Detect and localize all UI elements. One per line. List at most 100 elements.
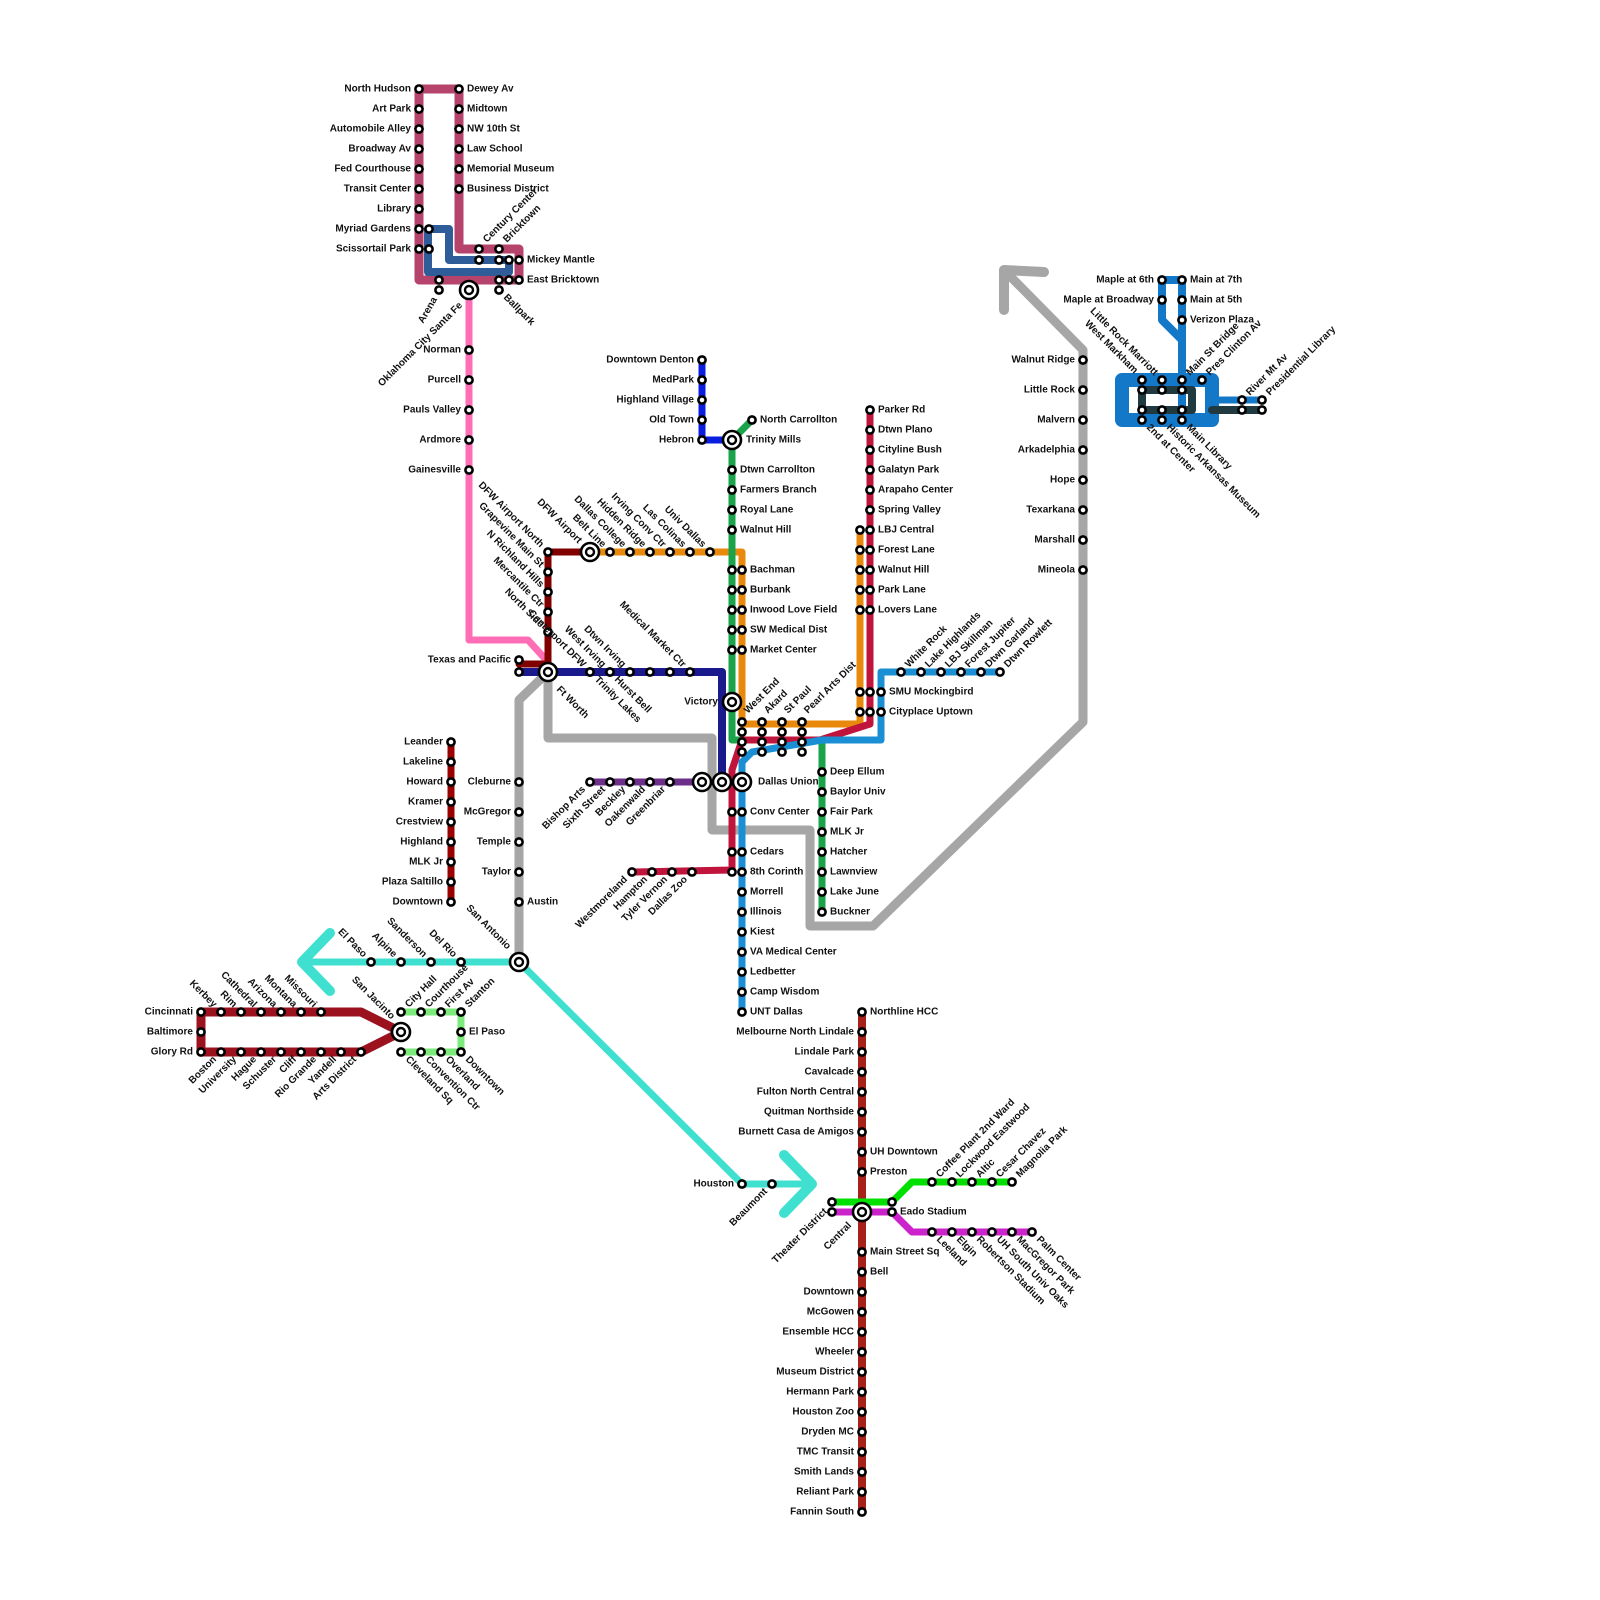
station-norman[interactable] [464,345,474,355]
station-east-bricktown[interactable] [514,275,524,285]
station-ballpark[interactable] [494,285,504,295]
station-hurst-bell[interactable] [605,667,615,677]
station-lovers-lane[interactable] [865,605,875,615]
station-buckner[interactable] [817,907,827,917]
station-maple-6th[interactable] [1157,275,1167,285]
station-alpine[interactable] [396,957,406,967]
station-north-hudson[interactable] [414,84,424,94]
station-westmoreland[interactable] [627,867,637,877]
station-mcgregor[interactable] [514,807,524,817]
station-lawnview[interactable] [817,867,827,877]
station-hatcher[interactable] [817,847,827,857]
station-bachman[interactable] [737,565,747,575]
station-north-side[interactable] [543,627,553,637]
station-downtown-ep[interactable] [456,1047,466,1057]
station-belt-line[interactable] [605,547,615,557]
station-marker[interactable] [727,585,737,595]
station-cavalcade[interactable] [857,1067,867,1077]
station-second-center[interactable] [1137,415,1147,425]
station-cleveland-sq[interactable] [396,1047,406,1057]
station-river-mt[interactable] [1237,395,1247,405]
station-marker[interactable] [777,727,787,737]
station-dewey-av[interactable] [454,84,464,94]
station-cleburne[interactable] [514,777,524,787]
station-hague[interactable] [256,1047,266,1057]
station-preston[interactable] [857,1167,867,1177]
station-marker[interactable] [727,807,737,817]
station-park-lane[interactable] [865,585,875,595]
station-marker[interactable] [737,747,747,757]
station-tmc-transit[interactable] [857,1447,867,1457]
station-kerbey[interactable] [216,1007,226,1017]
station-white-rock[interactable] [896,667,906,677]
station-coffee-plant[interactable] [927,1177,937,1187]
station-century-center[interactable] [474,244,484,254]
station-forest-lane[interactable] [865,545,875,555]
station-lbj-skillman[interactable] [936,667,946,677]
station-main-7th[interactable] [1177,275,1187,285]
station-melbourne[interactable] [857,1027,867,1037]
station-unt-dallas[interactable] [737,1007,747,1017]
station-lockwood[interactable] [947,1177,957,1187]
station-el-paso-stn[interactable] [456,1027,466,1037]
station-convention-ctr[interactable] [416,1047,426,1057]
station-palm-center[interactable] [1027,1227,1037,1237]
station-marker[interactable] [424,224,434,234]
station-marker[interactable] [645,667,655,677]
station-baylor[interactable] [817,787,827,797]
station-marker[interactable] [434,275,444,285]
station-stanton[interactable] [456,1007,466,1017]
station-mcgowen[interactable] [857,1307,867,1317]
station-main-st-bridge[interactable] [1177,375,1187,385]
station-quitman[interactable] [857,1107,867,1117]
station-marker[interactable] [797,747,807,757]
station-hidden-ridge[interactable] [645,547,655,557]
station-marker[interactable] [855,565,865,575]
station-marker[interactable] [474,255,484,265]
station-marker[interactable] [1157,405,1167,415]
station-transit-center[interactable] [414,184,424,194]
station-las-colinas[interactable] [685,547,695,557]
station-dryden[interactable] [857,1427,867,1437]
station-purcell[interactable] [464,375,474,385]
station-marker[interactable] [887,1197,897,1207]
station-marker[interactable] [855,525,865,535]
station-cesar-chavez[interactable] [987,1177,997,1187]
station-montana[interactable] [296,1007,306,1017]
station-rim[interactable] [236,1007,246,1017]
station-sw-medical[interactable] [737,625,747,635]
station-cedars[interactable] [737,847,747,857]
station-walnut-ridge[interactable] [1078,355,1088,365]
station-illinois[interactable] [737,907,747,917]
station-pres-library[interactable] [1257,395,1267,405]
station-beckley[interactable] [625,777,635,787]
station-first-av[interactable] [436,1007,446,1017]
station-hermann-park[interactable] [857,1387,867,1397]
station-pearl[interactable] [797,717,807,727]
station-fannin-south[interactable] [857,1507,867,1517]
station-arena[interactable] [434,285,444,295]
station-trinity-lakes[interactable] [585,667,595,677]
station-cityplace[interactable] [876,707,886,717]
station-broadway-av[interactable] [414,144,424,154]
station-marker[interactable] [865,707,875,717]
station-lindale[interactable] [857,1047,867,1057]
station-little-rock[interactable] [1078,385,1088,395]
station-arkadelphia[interactable] [1078,445,1088,455]
station-eado[interactable] [887,1207,897,1217]
station-marker[interactable] [504,275,514,285]
station-elgin[interactable] [947,1227,957,1237]
station-leeland[interactable] [927,1227,937,1237]
station-el-paso-w[interactable] [366,957,376,967]
station-west-end[interactable] [737,717,747,727]
station-lr-marriott[interactable] [1157,375,1167,385]
station-museum-district[interactable] [857,1367,867,1377]
station-arts-district[interactable] [356,1047,366,1057]
station-marker[interactable] [855,707,865,717]
station-dallas-college[interactable] [625,547,635,557]
station-akard[interactable] [757,717,767,727]
station-uh-downtown[interactable] [857,1147,867,1157]
station-leander[interactable] [446,737,456,747]
station-boston[interactable] [216,1047,226,1057]
station-main-5th[interactable] [1177,295,1187,305]
